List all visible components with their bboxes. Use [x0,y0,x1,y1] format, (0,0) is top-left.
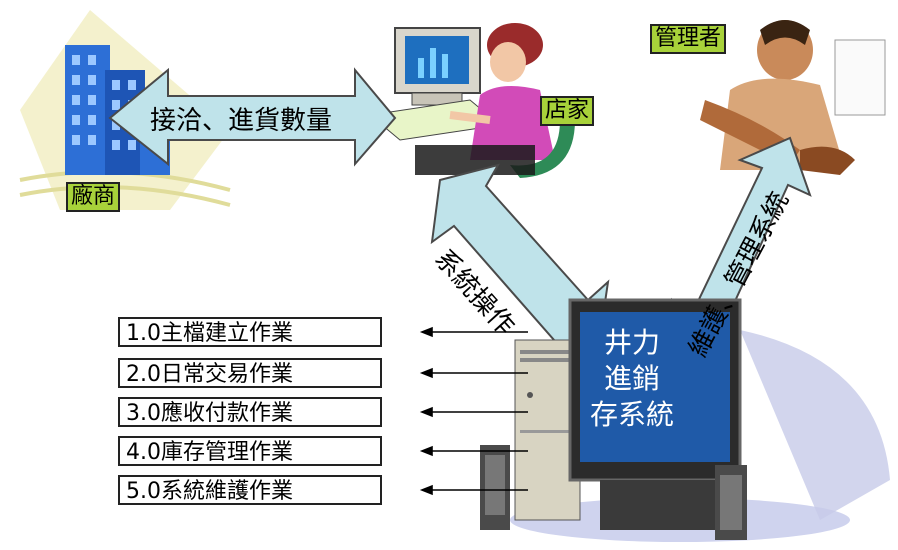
module-item: 2.0日常交易作業 [118,358,382,388]
store-clerk-icon [368,23,575,178]
module-item: 5.0系統維護作業 [118,475,382,505]
module-arrows [419,326,528,496]
computer-icon [480,298,890,542]
vendor-store-arrow-label: 接洽、進貨數量 [150,106,333,136]
system-name-line-1: 井力 [603,326,660,359]
vendor-store-arrow [108,67,397,167]
system-name-line-3: 存系統 [589,398,674,431]
module-item: 3.0應收付款作業 [118,397,382,427]
store-label: 店家 [540,96,595,126]
module-item: 4.0庫存管理作業 [118,436,382,466]
vendor-label: 廠商 [66,182,121,212]
system-name: 井力 進銷 存系統 [577,325,687,433]
manager-label: 管理者 [650,24,727,54]
manager-icon [700,20,886,175]
system-name-line-2: 進銷 [603,362,660,395]
module-item: 1.0主檔建立作業 [118,317,382,347]
